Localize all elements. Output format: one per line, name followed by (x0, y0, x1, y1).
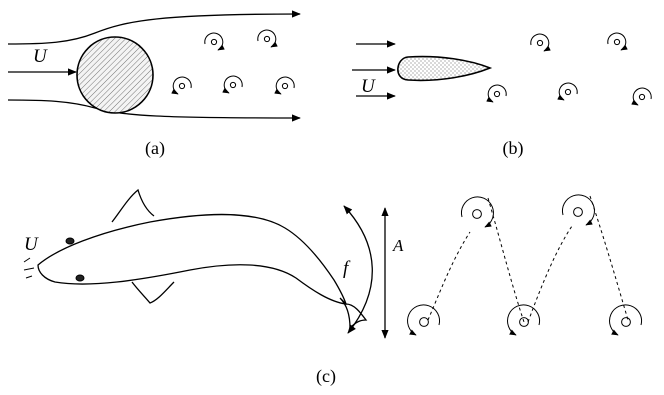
vortex-ccw (561, 194, 595, 226)
panel-b: U (b) (352, 32, 652, 159)
vortex-cw (609, 304, 643, 336)
vortex-ccw (204, 32, 225, 51)
frequency-label: f (343, 258, 351, 279)
vortex-cw (557, 82, 578, 101)
vortex-ccw (530, 33, 551, 52)
panel-a: U (a) (7, 10, 301, 159)
fish-body (37, 213, 347, 305)
vortex-cw (222, 75, 243, 94)
vortex-cw (507, 304, 541, 336)
cylinder (76, 36, 154, 114)
panel-caption: (b) (503, 138, 524, 159)
vortex-ccw (607, 32, 628, 51)
fish-eye (75, 274, 85, 282)
vortex-cw (631, 87, 652, 106)
panel-caption: (a) (145, 138, 165, 159)
pelvic-fin (131, 281, 175, 304)
foil (397, 55, 493, 82)
dorsal-fin (111, 188, 155, 223)
frequency-arc (343, 205, 373, 334)
vortex-cw (486, 84, 507, 103)
vortex-cw (274, 76, 295, 95)
amplitude-label: A (392, 236, 404, 255)
vortex-cw (407, 304, 441, 336)
tail-fin (339, 297, 368, 330)
velocity-label: U (24, 234, 39, 255)
panel-caption: (c) (316, 366, 336, 387)
streamline-top (7, 10, 301, 45)
panel-c: U f A (23, 188, 643, 387)
fish-eye (65, 237, 75, 245)
velocity-label: U (361, 76, 376, 97)
wake-path (427, 195, 629, 323)
inflow-strokes (23, 257, 35, 279)
vortex-cw (171, 76, 192, 95)
vortex-ccw (257, 29, 278, 48)
streamline-bottom (7, 99, 301, 122)
velocity-label: U (33, 46, 48, 67)
vortex-ccw (460, 196, 494, 228)
